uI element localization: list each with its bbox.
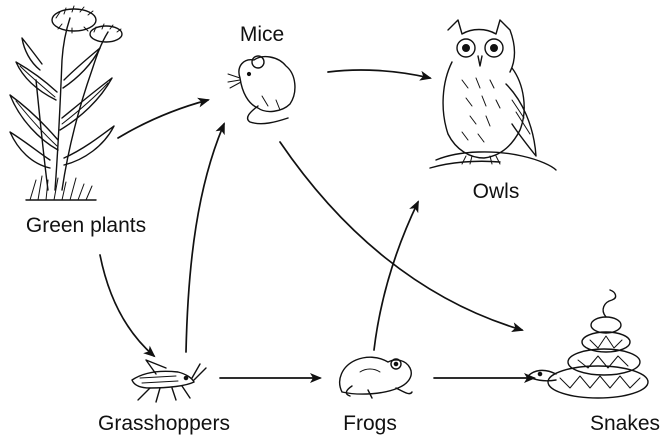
owl-icon bbox=[430, 20, 556, 170]
mouse-icon bbox=[228, 56, 295, 124]
snake-icon bbox=[528, 290, 648, 398]
node-label-snakes: Snakes bbox=[590, 412, 660, 435]
node-label-grasshoppers: Grasshoppers bbox=[98, 412, 230, 435]
plant-icon bbox=[10, 6, 122, 200]
arrows bbox=[100, 70, 534, 378]
arrow-plants-to-grasshoppers bbox=[100, 255, 154, 356]
arrow-mice-to-snakes bbox=[280, 142, 522, 330]
node-label-green-plants: Green plants bbox=[26, 214, 146, 237]
frog-icon bbox=[340, 357, 412, 398]
arrow-mice-to-owls bbox=[328, 70, 430, 78]
arrow-plants-to-mice bbox=[118, 100, 208, 138]
node-label-mice: Mice bbox=[240, 23, 284, 46]
arrow-frogs-to-owls bbox=[374, 202, 418, 350]
grasshopper-icon bbox=[132, 360, 206, 402]
node-label-frogs: Frogs bbox=[343, 412, 397, 435]
arrow-grasshoppers-to-mice bbox=[186, 124, 224, 352]
node-label-owls: Owls bbox=[473, 180, 520, 203]
